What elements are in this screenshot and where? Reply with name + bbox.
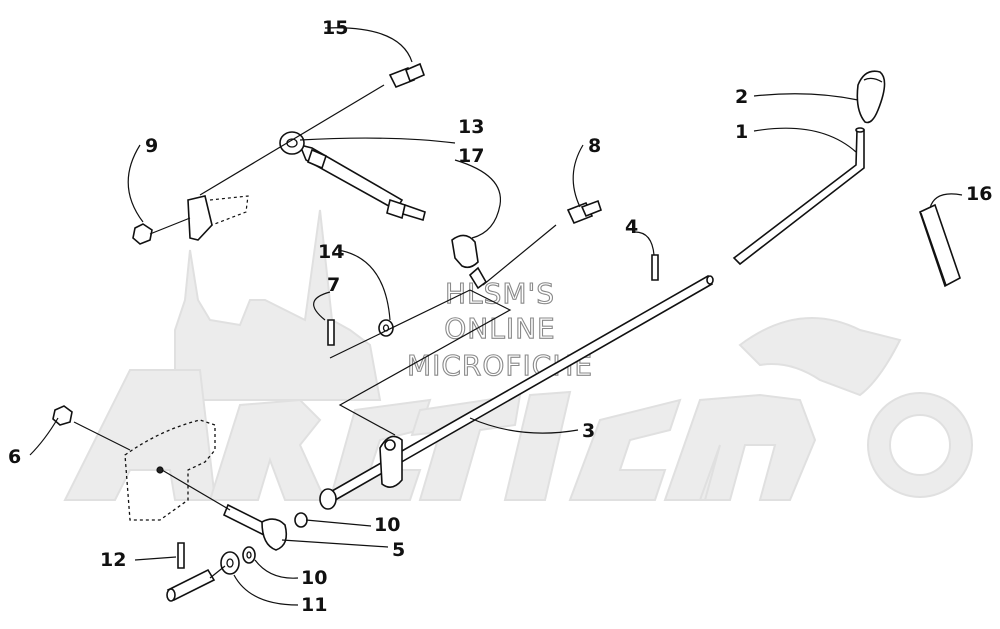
part-bolt-15 xyxy=(388,62,426,89)
callout-8: 8 xyxy=(588,135,601,157)
motorcycle-frame xyxy=(738,317,902,397)
callout-2: 2 xyxy=(735,86,748,108)
part-pin-12 xyxy=(177,542,185,569)
part-clevis-bolt xyxy=(222,503,288,551)
part-knob xyxy=(856,70,886,124)
part-shaft xyxy=(319,274,714,510)
part-washer-10a xyxy=(294,512,308,528)
part-nut-6 xyxy=(52,405,73,426)
callout-7: 7 xyxy=(327,274,340,296)
wheel-inner xyxy=(889,414,951,476)
part-cotter-pin xyxy=(327,319,335,346)
callout-14: 14 xyxy=(318,241,344,263)
wordmark-t xyxy=(410,393,522,501)
part-linkage-rod xyxy=(279,131,488,290)
callout-16: 16 xyxy=(966,183,992,205)
wordmark-a xyxy=(63,369,217,501)
callout-1: 1 xyxy=(735,121,748,143)
part-arm xyxy=(187,195,249,241)
callout-3: 3 xyxy=(582,420,595,442)
callout-9: 9 xyxy=(145,135,158,157)
wordmark-i xyxy=(503,390,572,501)
part-washer-11 xyxy=(220,551,240,575)
callout-10b: 10 xyxy=(301,567,327,589)
callout-6: 6 xyxy=(8,446,21,468)
callout-5: 5 xyxy=(392,539,405,561)
explode-lines xyxy=(73,84,557,579)
callout-leaders xyxy=(29,27,963,606)
part-bolt-8 xyxy=(566,199,602,225)
callout-11: 11 xyxy=(301,594,327,616)
callout-4: 4 xyxy=(625,216,638,238)
part-washer-10b xyxy=(242,546,256,564)
callout-15: 15 xyxy=(322,17,348,39)
wordmark-m xyxy=(663,393,817,501)
callout-17: 17 xyxy=(458,145,484,167)
watermark-line2: ONLINE xyxy=(444,312,555,345)
wordmark-r xyxy=(208,398,327,501)
part-lever-rod xyxy=(732,127,865,266)
part-roll-pin xyxy=(651,254,659,281)
part-clevis-pin xyxy=(166,568,216,602)
part-pad xyxy=(919,203,961,288)
callout-12: 12 xyxy=(100,549,126,571)
wordmark-c2 xyxy=(568,398,682,501)
callout-13: 13 xyxy=(458,116,484,138)
part-nut-9 xyxy=(132,223,153,245)
callout-labels: 2 1 16 4 3 8 15 9 13 17 14 7 6 10 5 10 1… xyxy=(8,17,992,616)
wordmark-c xyxy=(328,398,432,501)
background-logo xyxy=(63,209,973,501)
church-silhouette xyxy=(174,209,382,401)
callout-10a: 10 xyxy=(374,514,400,536)
